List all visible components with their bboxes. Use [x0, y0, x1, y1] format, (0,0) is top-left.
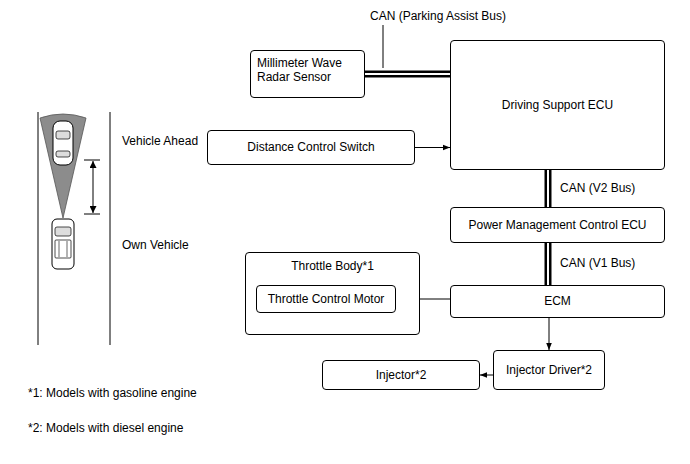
bus-label: CAN (Parking Assist Bus) [370, 9, 506, 23]
bus-label: CAN (V1 Bus) [558, 256, 637, 270]
signal-arrow [415, 147, 450, 148]
vehicle-ahead [53, 121, 73, 165]
distance-dimension [84, 160, 100, 214]
can-bus-line [545, 170, 552, 207]
ecu-box: Power Management Control ECU [450, 207, 665, 243]
radar-beam [40, 114, 86, 218]
bus-label: CAN (V2 Bus) [558, 181, 637, 195]
node-label: Power Management Control ECU [468, 218, 646, 232]
node-label: Injector*2 [376, 368, 427, 382]
own-vehicle [52, 219, 74, 269]
ecu-box: Driving Support ECU [450, 40, 665, 170]
sensor-box: Millimeter Wave Radar Sensor [250, 50, 365, 98]
can-bus-gap [365, 73, 450, 75]
can-bus-line [545, 243, 552, 285]
footnote: *1: Models with gasoline engine [28, 386, 197, 400]
can-bus-gap [547, 170, 549, 207]
leader-line [383, 25, 384, 68]
component-housing: Throttle Body*1Throttle Control Motor [245, 252, 420, 335]
node-label: Injector Driver*2 [506, 363, 592, 377]
node-label: ECM [544, 294, 571, 308]
injector-box: Injector*2 [322, 360, 480, 390]
node-label: Throttle Body*1 [291, 259, 374, 273]
node-label: Throttle Control Motor [268, 292, 385, 306]
signal-arrow [480, 375, 493, 376]
can-bus-line [365, 71, 450, 78]
node-label: Distance Control Switch [247, 140, 374, 154]
vehicle-label: Vehicle Ahead [122, 134, 198, 148]
ecu-box: ECM [450, 285, 665, 318]
can-bus-gap [547, 243, 549, 285]
vehicle-label: Own Vehicle [122, 238, 189, 252]
driver-box: Injector Driver*2 [493, 350, 605, 390]
node-label: Millimeter Wave Radar Sensor [257, 56, 358, 85]
switch-box: Distance Control Switch [207, 130, 415, 165]
signal-arrow [549, 318, 550, 350]
node-label: Driving Support ECU [502, 98, 613, 112]
footnote: *2: Models with diesel engine [28, 421, 183, 435]
road [38, 112, 110, 345]
motor-box: Throttle Control Motor [256, 285, 396, 313]
